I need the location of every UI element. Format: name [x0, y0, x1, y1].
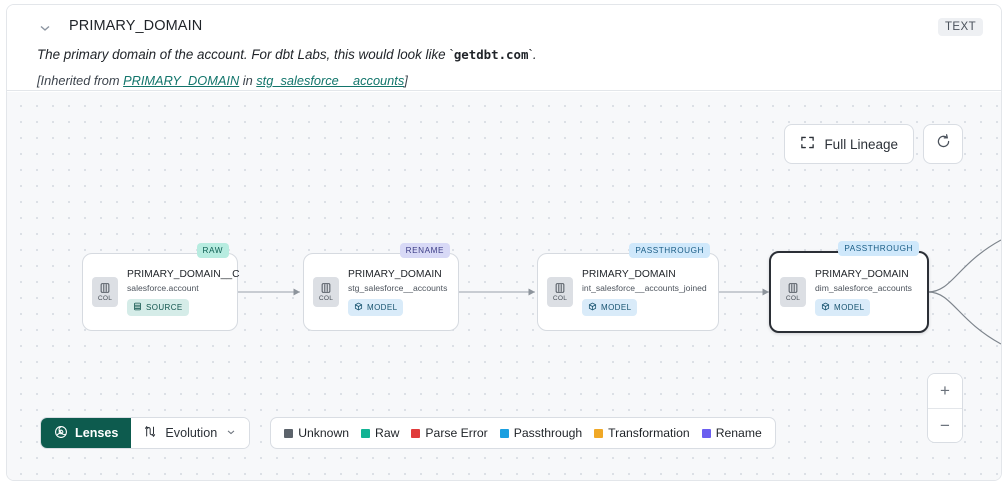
cube-icon — [588, 302, 597, 313]
legend-swatch — [499, 428, 509, 438]
node-kind-pill: SOURCE — [127, 298, 189, 316]
node-badge: RENAME — [399, 243, 450, 258]
inherited-column-link[interactable]: PRIMARY_DOMAIN — [123, 73, 240, 88]
node-kind-label: MODEL — [367, 302, 398, 312]
canvas-top-controls: Full Lineage — [784, 124, 963, 164]
inherited-prefix: [Inherited from — [37, 73, 124, 88]
refresh-icon — [935, 133, 952, 155]
node-kind-pill: MODEL — [582, 298, 638, 316]
inherited-from-note: [Inherited from PRIMARY_DOMAIN in stg_sa… — [37, 73, 408, 88]
lineage-canvas[interactable]: Full Lineage RAW — [7, 92, 1001, 480]
node-kind-label: MODEL — [601, 302, 632, 312]
zoom-in-button[interactable]: + — [928, 374, 962, 408]
node-badge: RAW — [196, 243, 229, 258]
column-icon: COL — [92, 277, 118, 307]
evolution-icon — [143, 424, 157, 442]
node-subtitle: int_salesforce__accounts_joined — [582, 282, 707, 293]
legend-item: Unknown — [284, 426, 349, 440]
lenses-button[interactable]: Lenses — [41, 418, 132, 448]
node-kind-label: SOURCE — [146, 302, 183, 312]
node-subtitle: dim_salesforce_accounts — [815, 282, 912, 293]
zoom-out-button[interactable]: − — [928, 408, 962, 442]
description-suffix: . — [532, 47, 537, 62]
node-name: PRIMARY_DOMAIN — [348, 268, 442, 280]
legend-item: Rename — [701, 426, 762, 440]
legend-swatch — [361, 428, 371, 438]
legend-swatch — [701, 428, 711, 438]
node-name: PRIMARY_DOMAIN__C — [127, 268, 240, 280]
legend-item: Parse Error — [411, 426, 488, 440]
legend-label: Unknown — [298, 426, 350, 440]
column-chip-label: COL — [552, 295, 568, 302]
cube-icon — [821, 302, 830, 313]
column-chip-label: COL — [318, 295, 334, 302]
column-description: The primary domain of the account. For d… — [37, 47, 537, 62]
lens-icon — [54, 425, 68, 442]
node-kind-pill: MODEL — [815, 298, 871, 316]
lineage-node[interactable]: RAW COL PRIMARY_DOMAIN__C salesforce.acc… — [82, 243, 240, 331]
edge-out-top — [927, 239, 1001, 293]
legend-item: Passthrough — [499, 426, 583, 440]
cube-icon — [354, 302, 363, 313]
zoom-controls: + − — [927, 373, 963, 443]
data-type-badge: TEXT — [938, 18, 983, 36]
legend-swatch — [411, 428, 421, 438]
legend-swatch — [594, 428, 604, 438]
legend-label: Raw — [375, 426, 400, 440]
node-subtitle: stg_salesforce__accounts — [348, 282, 448, 293]
column-chip-label: COL — [785, 295, 801, 302]
legend-label: Passthrough — [513, 426, 583, 440]
description-code: getdbt.com — [453, 47, 529, 62]
legend-label: Rename — [715, 426, 762, 440]
lenses-label: Lenses — [75, 426, 119, 440]
legend-swatch — [284, 428, 294, 438]
column-icon: COL — [313, 277, 339, 307]
page-title: PRIMARY_DOMAIN — [69, 18, 203, 34]
refresh-button[interactable] — [923, 124, 963, 164]
inherited-middle: in — [239, 73, 257, 88]
evolution-dropdown[interactable]: Evolution — [131, 418, 250, 448]
evolution-label: Evolution — [165, 426, 218, 440]
canvas-bottom-bar: Lenses Evolution — [40, 417, 776, 449]
edge-out-bottom — [927, 291, 1001, 345]
node-kind-pill: MODEL — [348, 298, 404, 316]
lineage-node[interactable]: PASSTHROUGH COL PRIMARY_DOMAIN int_sales… — [537, 243, 719, 331]
node-badge: PASSTHROUGH — [838, 241, 919, 256]
node-badge: PASSTHROUGH — [629, 243, 710, 258]
expand-icon — [800, 135, 815, 153]
inherited-model-link[interactable]: stg_salesforce__accounts — [256, 73, 405, 88]
lens-control-group: Lenses Evolution — [40, 417, 251, 449]
database-icon — [133, 302, 142, 313]
lineage-node[interactable]: RENAME COL PRIMARY_DOMAIN stg_salesforce… — [303, 243, 459, 331]
node-subtitle: salesforce.account — [127, 282, 199, 293]
node-name: PRIMARY_DOMAIN — [582, 268, 676, 280]
chevron-down-icon — [225, 426, 237, 441]
column-header: PRIMARY_DOMAIN TEXT The primary domain o… — [7, 5, 1001, 91]
lineage-legend: Unknown Raw Parse Error Passthrough — [270, 417, 776, 449]
full-lineage-button[interactable]: Full Lineage — [784, 124, 914, 164]
node-name: PRIMARY_DOMAIN — [815, 268, 909, 280]
column-icon: COL — [780, 277, 806, 307]
description-text: The primary domain of the account. For d… — [37, 47, 450, 62]
full-lineage-label: Full Lineage — [824, 136, 898, 152]
chevron-down-icon[interactable] — [37, 20, 53, 36]
legend-label: Transformation — [608, 426, 690, 440]
column-chip-label: COL — [97, 295, 113, 302]
column-detail-card: PRIMARY_DOMAIN TEXT The primary domain o… — [6, 4, 1002, 481]
node-kind-label: MODEL — [834, 302, 865, 312]
inherited-suffix: ] — [404, 73, 408, 88]
legend-item: Raw — [361, 426, 399, 440]
legend-label: Parse Error — [425, 426, 488, 440]
lineage-node-selected[interactable]: PASSTHROUGH COL PRIMARY_DOMAIN dim_sales… — [769, 241, 929, 333]
column-icon: COL — [547, 277, 573, 307]
legend-item: Transformation — [594, 426, 690, 440]
